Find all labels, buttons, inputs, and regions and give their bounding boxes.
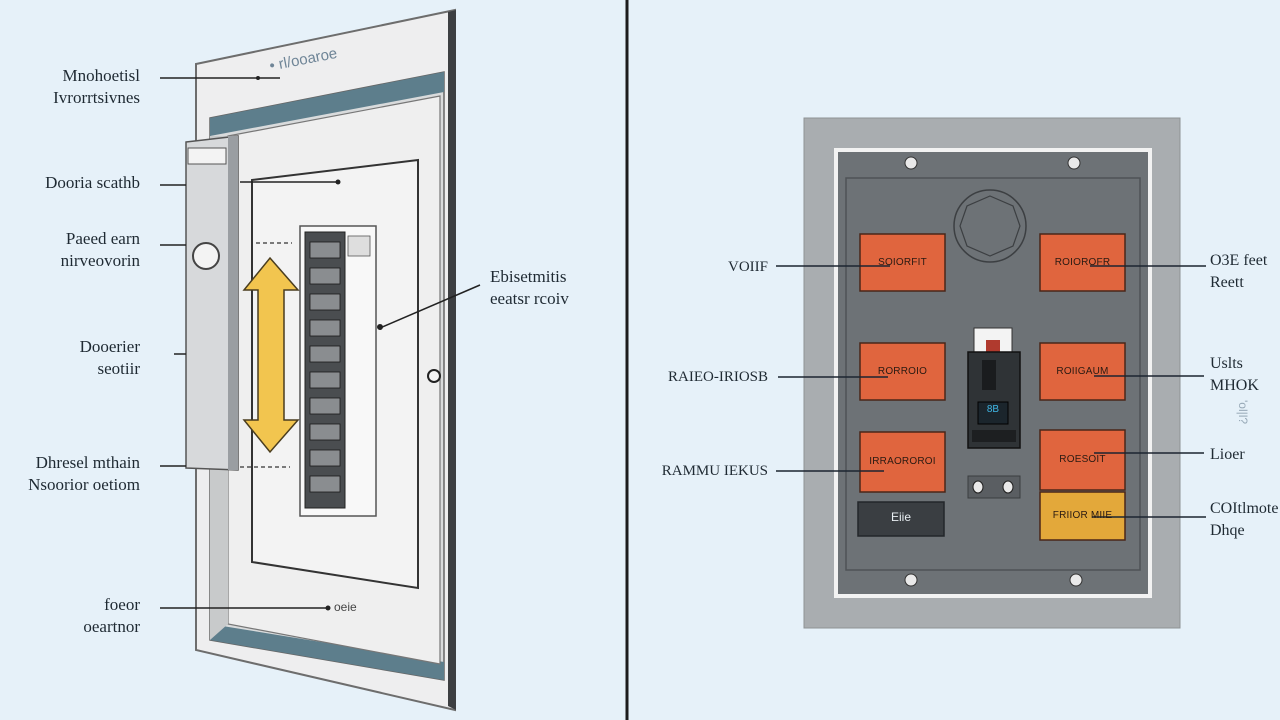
button-right-4-yellow[interactable]: FRIIOR MIIE [1052,510,1113,521]
label-line: nirveovorin [60,251,140,270]
button-left-3[interactable]: IRRAOROROI [869,456,936,467]
label-line: Ebisetmitis [490,267,567,286]
label-ebisetmitis: Ebisetmitis eeatsr rcoiv [490,266,569,310]
label-line: Dhresel mthain [35,453,140,472]
label-coitlmote: COItlmote Dhqe [1210,498,1278,542]
label-line: RAMMU IEKUS [661,463,768,479]
label-line: COItlmote [1210,500,1279,517]
label-line: Paeed earn [65,229,140,248]
label-dooria: Dooria scathb [45,172,140,194]
label-line: O3E feet [1210,252,1268,269]
button-right-1[interactable]: ROIOROFR [1054,257,1111,268]
label-rammu: RAMMU IEKUS [662,460,768,482]
device-display: 8B [986,404,1000,415]
label-line: seotiir [97,359,141,378]
label-line: Mnohoetisl [62,66,140,85]
label-lioer: Lioer [1210,444,1245,466]
label-paeed: Paeed earn nirveovorin [61,228,140,272]
label-line: Uslts [1210,355,1243,372]
label-line: Lioer [1210,446,1245,463]
label-line: eeatsr rcoiv [490,289,569,308]
small-dark-button[interactable]: Eiie [890,510,911,524]
label-line: RAIEO-IRIOSB [668,369,768,385]
button-left-2[interactable]: RORROIO [877,366,928,377]
label-line: oeartnor [83,617,140,636]
label-foeor: foeor oeartnor [83,594,140,638]
label-line: foeor [104,595,140,614]
label-line: MHOK [1210,377,1259,394]
label-dooerier: Dooerier seotiir [80,336,140,380]
control-panel-illustration [776,117,1206,629]
label-line: Dooria scathb [45,173,140,192]
label-line: Reett [1210,274,1244,291]
side-text: 'ol|l? [1236,400,1250,425]
label-line: Dhqe [1210,522,1245,539]
label-o3e: O3E feet Reett [1210,250,1267,294]
label-voiif: VOIIF [728,256,768,278]
label-raieo: RAIEO-IRIOSB [668,366,768,388]
door-bottom-text: oeie [334,600,357,614]
label-line: Ivrorrtsivnes [53,88,140,107]
label-dhresel: Dhresel mthain Nsoorior oetiom [28,452,140,496]
label-line: Nsoorior oetiom [28,475,140,494]
label-line: VOIIF [728,259,768,275]
button-right-3[interactable]: ROESOIT [1059,454,1106,465]
label-uslts: Uslts MHOK [1210,353,1259,397]
button-right-2[interactable]: ROIIGAUM [1056,366,1109,377]
label-line: Dooerier [79,337,140,356]
button-left-1[interactable]: SOIORFIT [878,257,927,268]
label-mnohoetisl: Mnohoetisl Ivrorrtsivnes [53,65,140,109]
cabinet-door-illustration [160,8,481,712]
